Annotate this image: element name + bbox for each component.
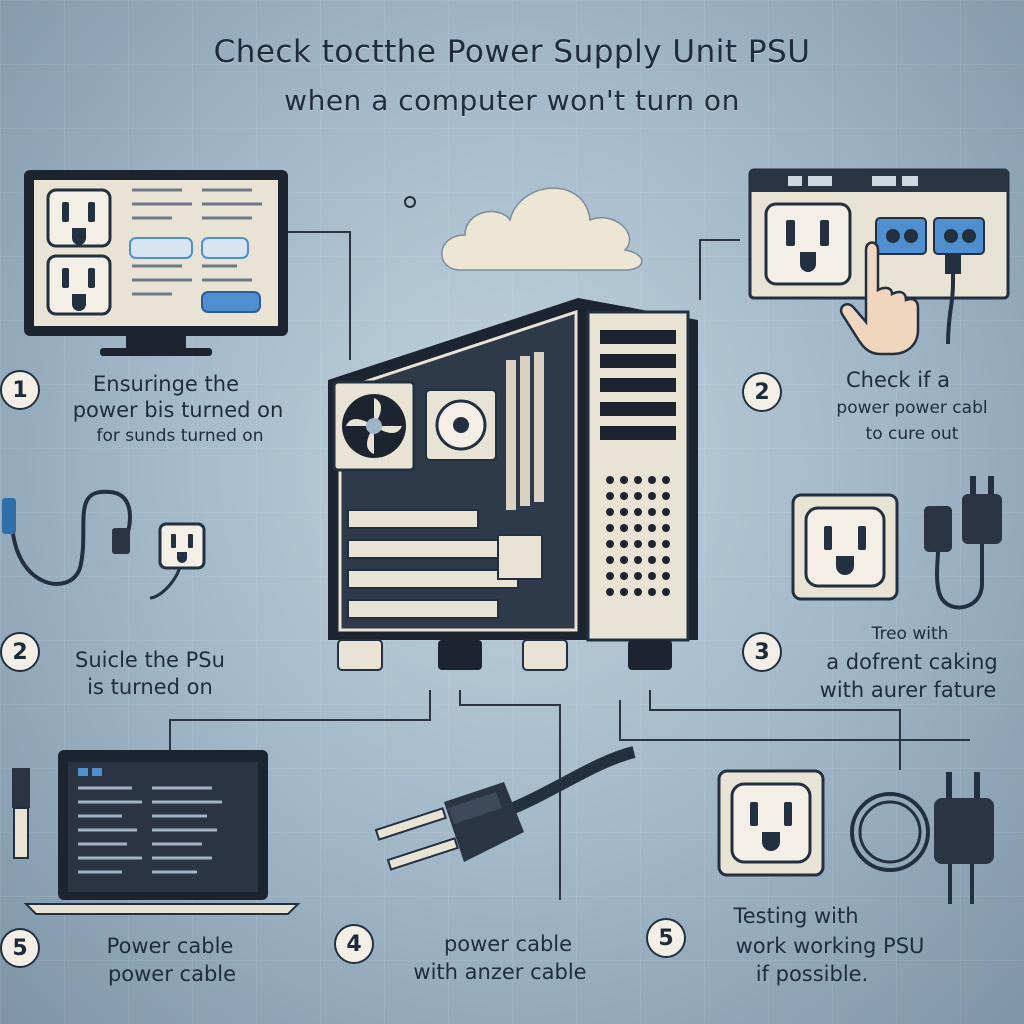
step-caption-line: with anzer cable bbox=[413, 960, 587, 984]
step-number: 5 bbox=[0, 928, 40, 968]
step-number: 1 bbox=[0, 370, 40, 410]
step-caption-line: Testing with bbox=[733, 904, 859, 928]
power-outlet-icon bbox=[158, 522, 206, 570]
power-plug-icon bbox=[374, 746, 636, 871]
step-caption-line: if possible. bbox=[755, 962, 869, 986]
cloud-icon bbox=[441, 187, 643, 271]
power-outlet-icon bbox=[717, 769, 825, 877]
power-plug-icon bbox=[924, 476, 1002, 610]
power-outlet-icon bbox=[764, 202, 852, 286]
page-title: Check toctthe Power Supply Unit PSU bbox=[213, 34, 811, 70]
step-caption-line: to cure out bbox=[865, 424, 959, 444]
outlet-panel-icon bbox=[748, 168, 1010, 356]
step-number: 5 bbox=[646, 918, 686, 958]
monitor-icon bbox=[24, 170, 288, 356]
pc-case-icon bbox=[328, 298, 698, 671]
step-caption-line: is turned on bbox=[87, 675, 213, 699]
power-plug-icon bbox=[850, 772, 994, 904]
step-number: 2 bbox=[0, 632, 40, 672]
step-caption-line: work working PSU bbox=[735, 934, 925, 958]
power-outlet-icon bbox=[791, 493, 899, 601]
step-caption-line: Treo with bbox=[871, 624, 949, 644]
step-caption-line: power power cabl bbox=[836, 398, 988, 418]
step-caption-line: for sunds turned on bbox=[96, 426, 264, 446]
step-caption-line: Power cable bbox=[106, 934, 234, 958]
step-number: 4 bbox=[334, 924, 374, 964]
step-caption-line: with aurer fature bbox=[819, 678, 997, 702]
step-caption-line: power bis turned on bbox=[72, 398, 284, 422]
power-outlet-icon bbox=[46, 254, 112, 316]
laptop-icon bbox=[12, 750, 301, 915]
page-subtitle: when a computer won't turn on bbox=[284, 84, 740, 117]
power-outlet-icon bbox=[46, 188, 112, 248]
spark-icon bbox=[404, 196, 416, 208]
step-caption-line: Suicle the PSu bbox=[75, 648, 225, 672]
step-number: 3 bbox=[742, 632, 782, 672]
step-caption-line: Ensuringe the bbox=[93, 372, 239, 396]
hand-pointer-icon bbox=[839, 241, 920, 356]
step-caption-line: Check if a bbox=[845, 368, 951, 392]
power-cable-icon bbox=[2, 489, 184, 600]
step-caption-line: power cable bbox=[107, 962, 237, 986]
step-number: 2 bbox=[742, 372, 782, 412]
step-caption-line: a dofrent caking bbox=[826, 650, 998, 674]
step-caption-line: power cable bbox=[443, 932, 573, 956]
